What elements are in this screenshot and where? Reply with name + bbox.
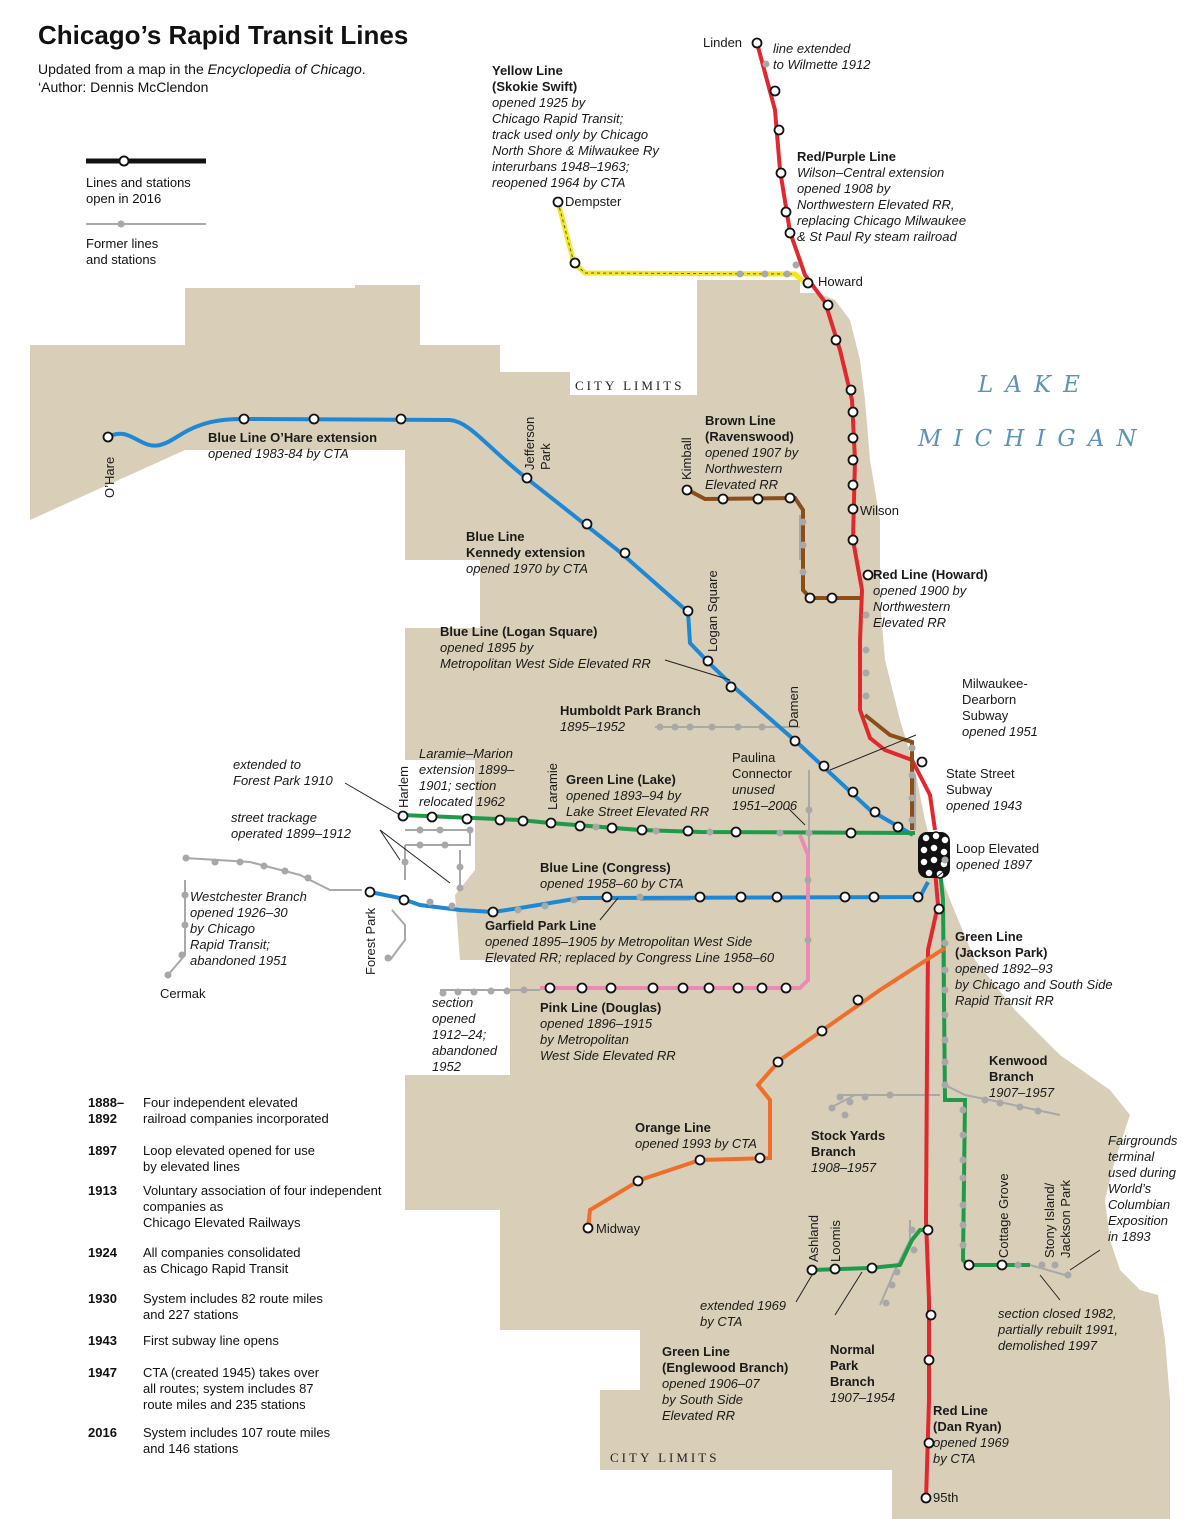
station-loomis: Loomis (828, 1220, 843, 1262)
legend-former-label: Former lines and stations (86, 236, 159, 267)
page-title: Chicago’s Rapid Transit Lines (38, 20, 409, 50)
station-cermak: Cermak (160, 986, 206, 1001)
city-limits-south: CITY LIMITS (610, 1450, 719, 1465)
current-stations (102, 37, 1008, 1504)
station-linden: Linden (703, 35, 742, 50)
red-line-north (755, 42, 937, 831)
note-green-lake: Green Line (Lake) opened 1893–94 by Lake… (566, 772, 709, 819)
subtitle-line-1: Updated from a map in the Encyclopedia o… (38, 61, 366, 77)
station-logan-square: Logan Square (705, 570, 720, 652)
note-stock-yards: Stock Yards Branch 1908–1957 (811, 1128, 889, 1175)
note-fairgrounds: Fairgrounds terminal used during World’s… (1108, 1133, 1181, 1244)
station-howard: Howard (818, 274, 863, 289)
note-wilmette: line extended to Wilmette 1912 (773, 41, 871, 72)
station-dempster: Dempster (565, 194, 622, 209)
timeline-year: 2016 (88, 1425, 117, 1440)
note-orange-line: Orange Line opened 1993 by CTA (635, 1120, 757, 1151)
brown-line-loop (863, 713, 914, 830)
note-garfield: Garfield Park Line opened 1895–1905 by M… (485, 918, 775, 965)
timeline-year: 1943 (88, 1333, 117, 1348)
station-jefferson-park-1: Jefferson (522, 417, 537, 470)
note-yellow-line: Yellow Line (Skokie Swift) opened 1925 b… (492, 63, 663, 190)
note-green-jackson: Green Line (Jackson Park) opened 1892–93… (955, 929, 1116, 1008)
timeline-text: Voluntary association of four independen… (143, 1183, 382, 1230)
timeline-year: 1924 (88, 1245, 117, 1260)
note-red-dan-ryan: Red Line (Dan Ryan) opened 1969 by CTA (933, 1403, 1013, 1466)
note-paulina: Paulina Connector unused 1951–2006 (732, 750, 798, 813)
timeline-year: 1947 (88, 1365, 117, 1380)
note-humboldt: Humboldt Park Branch 1895–1952 (560, 703, 704, 734)
leader-lines (344, 659, 1101, 1316)
note-pink-line: Pink Line (Douglas) opened 1896–1915 by … (540, 1000, 676, 1063)
station-forest-park: Forest Park (363, 907, 378, 975)
station-stony-island-2: Jackson Park (1058, 1179, 1073, 1258)
loop-elevated (918, 831, 950, 879)
station-ashland: Ashland (806, 1215, 821, 1262)
note-extended-1969: extended 1969 by CTA (700, 1298, 790, 1329)
note-section-closed: section closed 1982, partially rebuilt 1… (997, 1306, 1122, 1353)
note-section-1912: section opened 1912–24; abandoned 1952 (432, 995, 501, 1074)
orange-line (586, 946, 947, 1229)
note-westchester: Westchester Branch opened 1926–30 by Chi… (190, 889, 310, 968)
station-wilson: Wilson (860, 503, 899, 518)
station-95th: 95th (933, 1490, 958, 1505)
note-laramie-marion: Laramie–Marion extension 1899– 1901; sec… (419, 746, 518, 809)
station-jefferson-park-2: Park (538, 443, 553, 470)
note-red-purple: Red/Purple Line Wilson–Central extension… (797, 149, 970, 244)
note-blue-ohare: Blue Line O’Hare extension opened 1983-8… (208, 430, 381, 461)
note-blue-logan: Blue Line (Logan Square) opened 1895 by … (440, 624, 651, 671)
note-blue-congress: Blue Line (Congress) opened 1958–60 by C… (540, 860, 684, 891)
timeline-year: 1930 (88, 1291, 117, 1306)
annotations: line extended to Wilmette 1912 Yellow Li… (190, 41, 1181, 1466)
yellow-line (555, 201, 807, 285)
timeline-year: 1897 (88, 1143, 117, 1158)
legend-current-label: Lines and stations open in 2016 (86, 175, 191, 206)
page-subtitle: Updated from a map in the Encyclopedia o… (38, 60, 366, 96)
note-kenwood: Kenwood Branch 1907–1957 (989, 1053, 1055, 1100)
subtitle-line-2: ‘Author: Dennis McClendon (38, 79, 209, 95)
station-stony-island-1: Stony Island/ (1042, 1182, 1057, 1258)
note-street-trackage: street trackage operated 1899–1912 (231, 810, 352, 841)
station-kimball: Kimball (679, 437, 694, 480)
note-loop: Loop Elevated opened 1897 (956, 841, 1043, 872)
note-brown-line: Brown Line (Ravenswood) opened 1907 by N… (705, 413, 802, 492)
former-stations (117, 60, 1072, 1307)
note-milwaukee-dearborn: Milwaukee- Dearborn Subway opened 1951 (962, 676, 1038, 739)
note-forest-park-ext: extended to Forest Park 1910 (233, 757, 333, 788)
city-limits-north: CITY LIMITS (575, 378, 684, 393)
lake-label-2: MICHIGAN (917, 426, 1149, 452)
note-red-howard: Red Line (Howard) opened 1900 by Northwe… (873, 567, 991, 630)
timeline-year: 1888–1892 (88, 1095, 125, 1126)
station-ohare: O’Hare (102, 457, 117, 498)
station-damen: Damen (786, 686, 801, 728)
note-state-street: State Street Subway opened 1943 (946, 766, 1023, 813)
station-laramie: Laramie (545, 763, 560, 810)
station-midway: Midway (596, 1221, 641, 1236)
lake-label-1: LAKE (977, 372, 1092, 398)
timeline-text: First subway line opens (143, 1333, 279, 1348)
station-labels: Linden Dempster Howard Wilson Midway Cer… (102, 35, 1073, 1505)
green-line-englewood (811, 1228, 928, 1272)
timeline-year: 1913 (88, 1183, 117, 1198)
station-cottage-grove: Cottage Grove (996, 1173, 1011, 1258)
station-harlem: Harlem (396, 766, 411, 808)
note-blue-kennedy: Blue Line Kennedy extension opened 1970 … (466, 529, 589, 576)
note-green-englewood: Green Line (Englewood Branch) opened 190… (662, 1344, 792, 1423)
note-normal-park: Normal Park Branch 1907–1954 (830, 1342, 895, 1405)
